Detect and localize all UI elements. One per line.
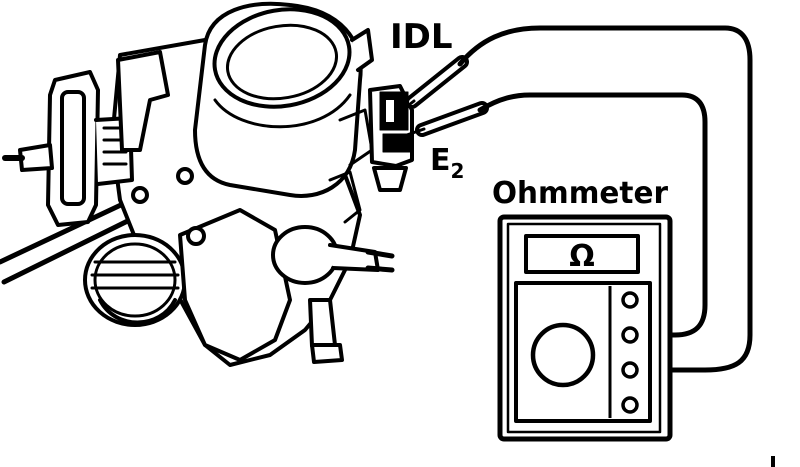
vacuum-nipple [271, 225, 395, 364]
ohmmeter [497, 214, 673, 442]
ohmmeter-display [524, 234, 640, 274]
ohmmeter-label: Ohmmeter [492, 176, 668, 211]
test-leads [457, 25, 753, 373]
e2-lead [477, 92, 708, 338]
e2-label-letter: E [430, 143, 451, 178]
idl-label: IDL [390, 17, 453, 57]
idl-lead [457, 25, 753, 373]
e2-label: E2 [430, 143, 464, 183]
air-bore-inner [225, 23, 339, 101]
throttle-lever [2, 70, 134, 227]
ohm-symbol-icon: Ω [569, 239, 595, 274]
terminal-jacks [621, 291, 639, 414]
dashpot [83, 233, 187, 327]
e2-label-subscript: 2 [451, 159, 465, 183]
tps-connector [368, 84, 414, 192]
selector-dial-icon [530, 322, 596, 388]
terminal-jack-icon [621, 361, 639, 379]
terminal-jack-icon [621, 396, 639, 414]
terminal-jack-icon [621, 326, 639, 344]
upper-bracket [116, 50, 170, 152]
throttle-shaft [0, 193, 153, 285]
lower-housing [178, 208, 292, 362]
corner-mark [771, 456, 775, 467]
throttle-body [0, 1, 395, 367]
test-probes [394, 55, 489, 138]
terminal-jack-icon [621, 291, 639, 309]
